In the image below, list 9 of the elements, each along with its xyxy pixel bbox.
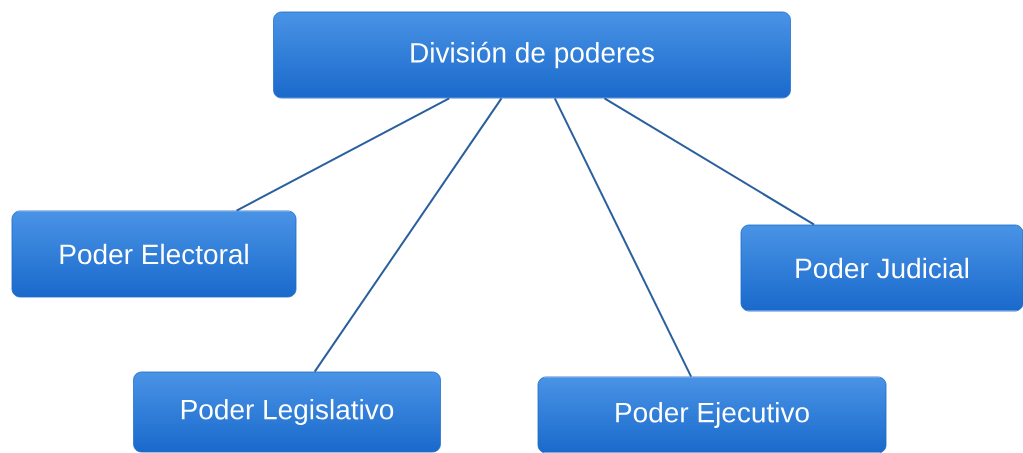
connector-line [313,97,503,373]
connector-line [235,97,451,212]
process-box: Poder Legislativo [133,371,441,453]
process-box: División de poderes [273,11,791,99]
process-box: Poder Ejecutivo [537,376,887,453]
connector-line [603,97,816,226]
process-box: Poder Judicial [740,224,1023,312]
process-box: Poder Electoral [11,210,297,298]
connector-line [553,97,693,378]
